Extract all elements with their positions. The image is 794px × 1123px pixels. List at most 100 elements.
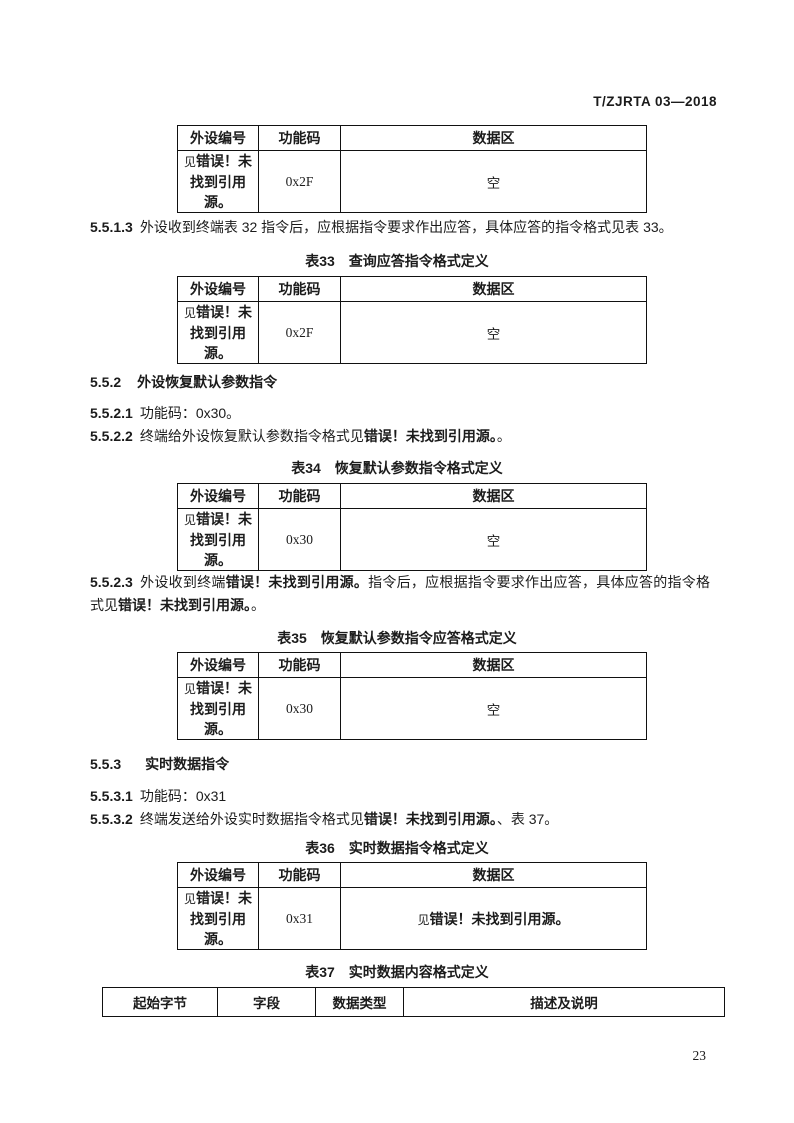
ref-error-text: 错误！未找到引用源。 bbox=[225, 574, 369, 590]
table-caption-title: 实时数据内容格式定义 bbox=[348, 964, 489, 980]
ref-see-text: 见 bbox=[183, 892, 196, 906]
table-caption-title: 恢复默认参数指令格式定义 bbox=[334, 460, 503, 476]
table-row: 见错误！未找到引用源。 0x2F 空 bbox=[177, 301, 647, 364]
clause-text: 功能码：0x30。 bbox=[139, 405, 241, 421]
clause-number: 5.5.3.2 bbox=[90, 811, 133, 827]
table-36-caption: 表36 实时数据指令格式定义 bbox=[0, 838, 794, 858]
table-32-header-row: 外设编号 功能码 数据区 bbox=[177, 125, 647, 151]
table-35: 外设编号 功能码 数据区 见错误！未找到引用源。 0x30 空 bbox=[177, 652, 647, 740]
heading-number: 5.5.2 bbox=[90, 374, 122, 390]
table-36-header-row: 外设编号 功能码 数据区 bbox=[177, 862, 647, 888]
cell-func-code: 0x2F bbox=[258, 150, 341, 213]
page-number: 23 bbox=[692, 1048, 707, 1063]
col-header-data-area: 数据区 bbox=[340, 276, 647, 302]
cell-peripheral-ref-error: 见错误！未找到引用源。 bbox=[177, 508, 259, 571]
ref-error-text: 错误！未找到引用源。 bbox=[190, 304, 252, 361]
clause-5.5.3.1: 5.5.3.1 功能码：0x31 bbox=[90, 785, 710, 808]
table-caption-title: 查询应答指令格式定义 bbox=[348, 253, 489, 269]
cell-peripheral-ref-error: 见错误！未找到引用源。 bbox=[177, 677, 259, 740]
ref-error-text: 错误！未找到引用源。 bbox=[190, 890, 252, 947]
table-37-caption: 表37 实时数据内容格式定义 bbox=[0, 962, 794, 982]
clause-number: 5.5.2.1 bbox=[90, 405, 133, 421]
ref-see-text: 见 bbox=[183, 155, 196, 169]
table-33-header-row: 外设编号 功能码 数据区 bbox=[177, 276, 647, 302]
cell-data-area: 空 bbox=[340, 677, 647, 740]
table-caption-number: 表33 bbox=[305, 253, 335, 269]
doc-code-header: T/ZJRTA 03—2018 bbox=[593, 94, 717, 109]
table-32: 外设编号 功能码 数据区 见错误！未找到引用源。 0x2F 空 bbox=[177, 125, 647, 213]
col-header-func-code: 功能码 bbox=[258, 483, 341, 509]
clause-text: 。 bbox=[251, 597, 265, 613]
table-caption-number: 表35 bbox=[277, 630, 307, 646]
ref-error-text: 错误！未找到引用源。 bbox=[190, 511, 252, 568]
cell-data-area: 空 bbox=[340, 150, 647, 213]
clause-text: 终端给外设恢复默认参数指令格式见 bbox=[139, 428, 364, 444]
cell-func-code: 0x30 bbox=[258, 508, 341, 571]
col-header-func-code: 功能码 bbox=[258, 652, 341, 678]
heading-title: 外设恢复默认参数指令 bbox=[137, 374, 278, 390]
table-35-header-row: 外设编号 功能码 数据区 bbox=[177, 652, 647, 678]
clause-text: 终端发送给外设实时数据指令格式见 bbox=[139, 811, 364, 827]
table-37: 起始字节 字段 数据类型 描述及说明 bbox=[102, 987, 725, 1017]
cell-peripheral-ref-error: 见错误！未找到引用源。 bbox=[177, 887, 259, 950]
clause-text: 指令后，应根据指令要求作出应答，具体应答的指令格式见 bbox=[90, 574, 711, 613]
col-header-func-code: 功能码 bbox=[258, 862, 341, 888]
table-33-caption: 表33 查询应答指令格式定义 bbox=[0, 251, 794, 271]
cell-func-code: 0x31 bbox=[258, 887, 341, 950]
ref-see-text: 见 bbox=[183, 306, 196, 320]
table-34-caption: 表34 恢复默认参数指令格式定义 bbox=[0, 458, 794, 478]
col-header-data-area: 数据区 bbox=[340, 483, 647, 509]
cell-func-code: 0x2F bbox=[258, 301, 341, 364]
col-header-func-code: 功能码 bbox=[258, 276, 341, 302]
table-row: 见错误！未找到引用源。 0x31 见错误！未找到引用源。 bbox=[177, 887, 647, 950]
table-36: 外设编号 功能码 数据区 见错误！未找到引用源。 0x31 见错误！未找到引用源… bbox=[177, 862, 647, 950]
ref-see-text: 见 bbox=[417, 912, 430, 927]
ref-error-text: 错误！未找到引用源。 bbox=[363, 811, 497, 827]
col-header-func-code: 功能码 bbox=[258, 125, 341, 151]
clause-text: 外设收到终端表 32 指令后，应根据指令要求作出应答，具体应答的指令格式见表 3… bbox=[139, 219, 673, 235]
table-row: 见错误！未找到引用源。 0x30 空 bbox=[177, 508, 647, 571]
table-row: 见错误！未找到引用源。 0x2F 空 bbox=[177, 150, 647, 213]
table-37-header-row: 起始字节 字段 数据类型 描述及说明 bbox=[102, 987, 725, 1017]
col-header-start-byte: 起始字节 bbox=[102, 987, 218, 1017]
heading-title: 实时数据指令 bbox=[145, 756, 230, 772]
heading-5.5.2: 5.5.2 外设恢复默认参数指令 bbox=[90, 372, 710, 392]
ref-see-text: 见 bbox=[183, 513, 196, 527]
col-header-data-type: 数据类型 bbox=[315, 987, 404, 1017]
col-header-peripheral-id: 外设编号 bbox=[177, 862, 259, 888]
col-header-data-area: 数据区 bbox=[340, 652, 647, 678]
table-row: 见错误！未找到引用源。 0x30 空 bbox=[177, 677, 647, 740]
clause-number: 5.5.2.2 bbox=[90, 428, 133, 444]
clause-text: 。 bbox=[496, 428, 511, 444]
col-header-peripheral-id: 外设编号 bbox=[177, 652, 259, 678]
clause-text: 功能码：0x31 bbox=[139, 788, 227, 804]
table-caption-number: 表37 bbox=[305, 964, 335, 980]
cell-func-code: 0x30 bbox=[258, 677, 341, 740]
clause-number: 5.5.2.3 bbox=[90, 574, 133, 590]
col-header-peripheral-id: 外设编号 bbox=[177, 483, 259, 509]
table-caption-title: 实时数据指令格式定义 bbox=[348, 840, 489, 856]
col-header-peripheral-id: 外设编号 bbox=[177, 125, 259, 151]
table-34-header-row: 外设编号 功能码 数据区 bbox=[177, 483, 647, 509]
table-33: 外设编号 功能码 数据区 见错误！未找到引用源。 0x2F 空 bbox=[177, 276, 647, 364]
cell-data-area-ref-error: 见错误！未找到引用源。 bbox=[340, 887, 647, 950]
cell-data-area: 空 bbox=[340, 301, 647, 364]
ref-error-text: 错误！未找到引用源。 bbox=[429, 910, 570, 927]
col-header-data-area: 数据区 bbox=[340, 125, 647, 151]
col-header-field: 字段 bbox=[217, 987, 316, 1017]
table-34: 外设编号 功能码 数据区 见错误！未找到引用源。 0x30 空 bbox=[177, 483, 647, 571]
clause-number: 5.5.3.1 bbox=[90, 788, 133, 804]
ref-error-text: 错误！未找到引用源。 bbox=[118, 597, 251, 613]
table-caption-number: 表36 bbox=[305, 840, 335, 856]
cell-data-area: 空 bbox=[340, 508, 647, 571]
cell-peripheral-ref-error: 见错误！未找到引用源。 bbox=[177, 301, 259, 364]
clause-text: 外设收到终端 bbox=[139, 574, 226, 590]
col-header-peripheral-id: 外设编号 bbox=[177, 276, 259, 302]
table-caption-number: 表34 bbox=[291, 460, 321, 476]
